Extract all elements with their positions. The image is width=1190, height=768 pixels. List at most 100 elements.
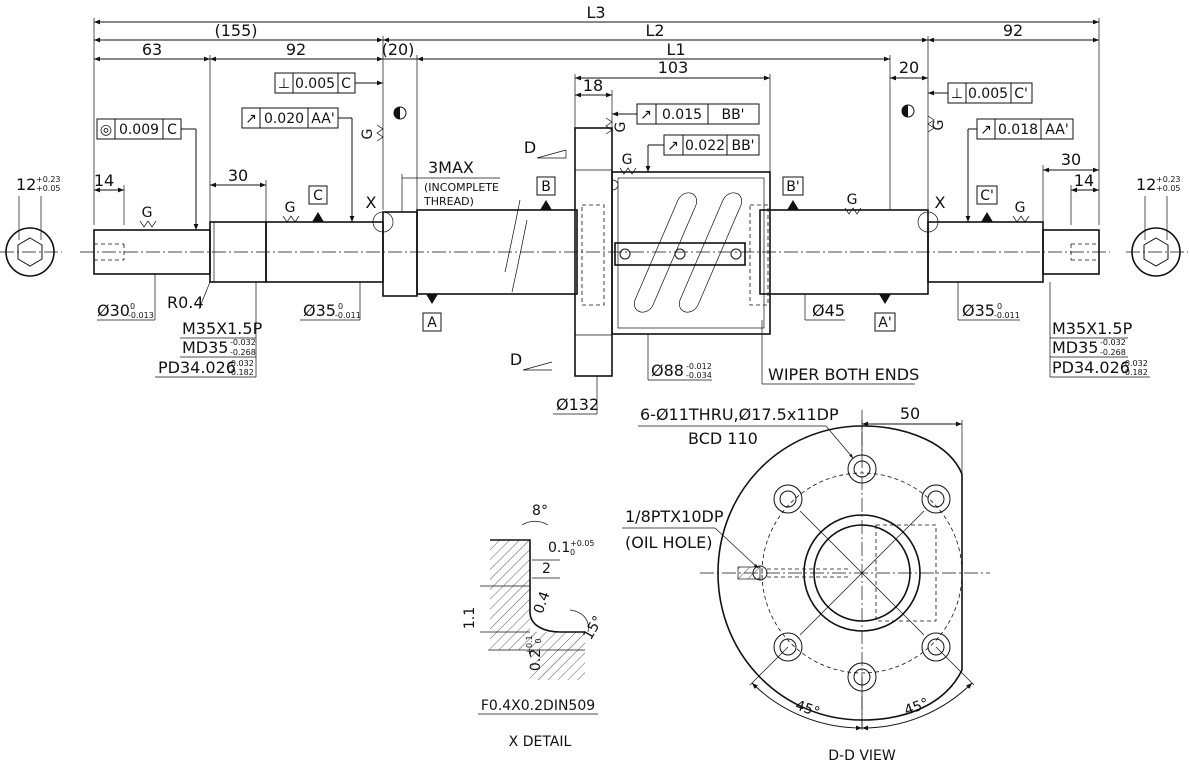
datum-a: A	[422, 294, 442, 332]
end-view-left: 12 +0.23 +0.05	[0, 175, 62, 277]
holes-label: 6-Ø11THRU,Ø17.5x11DP	[640, 405, 839, 424]
datum-b-prime: B'	[782, 176, 804, 210]
svg-text:0.1: 0.1	[548, 540, 570, 556]
svg-text:G: G	[1015, 200, 1026, 216]
tolerance-frames: ⊥ 0.005 C ◎ 0.009 C ↗ 0.020 AA'	[96, 72, 1074, 332]
svg-text:0.4: 0.4	[531, 589, 554, 615]
svg-text:G: G	[613, 122, 629, 133]
annotations: 3MAX (INCOMPLETE THREAD) R0.4 Ø30 0 -0.0…	[97, 158, 1150, 415]
svg-text:⊥: ⊥	[278, 76, 290, 92]
three-max: 3MAX	[428, 158, 474, 177]
dim-30-left: 30	[228, 166, 248, 185]
svg-text:Ø35: Ø35	[303, 301, 336, 320]
svg-text:A': A'	[878, 315, 891, 331]
svg-text:-0.182: -0.182	[228, 368, 254, 377]
svg-text:0.009: 0.009	[119, 122, 159, 138]
x-detail: 1.1 8° 0.1 +0.05 0 2 0.4 15° 0.2 +0.1 0 …	[462, 503, 607, 750]
svg-text:0: 0	[534, 638, 543, 643]
svg-text:-0.013: -0.013	[128, 311, 154, 320]
dim-63: 63	[142, 40, 162, 59]
svg-text:PD34.026: PD34.026	[158, 358, 236, 377]
svg-text:-0.032: -0.032	[1122, 359, 1148, 368]
half-circle-symbol-left	[393, 106, 407, 120]
section-arrows: D D	[510, 138, 567, 371]
x-label-right: X	[935, 193, 946, 212]
bcd-label: BCD 110	[688, 429, 758, 448]
oil-hole-label: 1/8PTX10DP	[625, 507, 724, 526]
ball-nut	[574, 127, 771, 377]
svg-text:2: 2	[542, 561, 551, 577]
svg-text:-0.032: -0.032	[228, 359, 254, 368]
svg-text:AA': AA'	[1045, 122, 1068, 138]
svg-text:BB': BB'	[721, 107, 744, 123]
ball-screw-shaft	[80, 199, 1110, 297]
svg-text:G: G	[931, 120, 947, 131]
x-detail-title: X DETAIL	[509, 734, 572, 750]
x-label-left: X	[366, 193, 377, 212]
dim-92-right: 92	[1003, 21, 1023, 40]
svg-text:AA': AA'	[311, 111, 334, 127]
dim-92-left: 92	[286, 40, 306, 59]
svg-text:-0.182: -0.182	[1122, 368, 1148, 377]
svg-text:C': C'	[980, 188, 994, 204]
dim-30-right: 30	[1061, 150, 1081, 169]
din-label: F0.4X0.2DIN509	[481, 698, 595, 714]
svg-text:THREAD): THREAD)	[423, 195, 474, 208]
svg-text:-0.011: -0.011	[994, 311, 1020, 320]
svg-text:G: G	[360, 129, 376, 140]
svg-text:-0.032: -0.032	[230, 338, 256, 347]
svg-text:12: 12	[1136, 175, 1156, 194]
svg-text:D: D	[510, 350, 522, 369]
dim-103: 103	[658, 58, 689, 77]
svg-text:B: B	[541, 179, 551, 195]
svg-text:B': B'	[786, 179, 799, 195]
frame-perp-left: ⊥ 0.005 C	[274, 72, 383, 94]
svg-text:-0.012: -0.012	[686, 362, 712, 371]
svg-text:+0.23: +0.23	[1156, 175, 1181, 184]
svg-text:-0.268: -0.268	[1100, 348, 1126, 357]
frame-runout-bb-2: ↗ 0.022 BB'	[645, 134, 760, 172]
svg-text:Ø30: Ø30	[97, 301, 130, 320]
end-view-right: 12 +0.23 +0.05	[1126, 175, 1188, 277]
dim-155: (155)	[214, 21, 257, 40]
svg-text:0.018: 0.018	[998, 122, 1038, 138]
svg-text:+0.1: +0.1	[525, 635, 534, 654]
svg-text:0.2: 0.2	[528, 649, 544, 671]
svg-text:G: G	[285, 200, 296, 216]
frame-perp-right: ⊥ 0.005 C'	[928, 82, 1033, 104]
svg-text:G: G	[847, 192, 858, 208]
svg-text:+0.05: +0.05	[1156, 184, 1181, 193]
dim-14-right: 14	[1074, 171, 1094, 190]
svg-text:C: C	[167, 122, 177, 138]
svg-text:Ø88: Ø88	[651, 361, 684, 380]
svg-text:8°: 8°	[532, 503, 548, 519]
svg-text:+0.23: +0.23	[36, 175, 61, 184]
svg-text:D: D	[524, 138, 536, 157]
frame-runout-bb-1: ↗ 0.015 BB'	[612, 103, 760, 125]
svg-text:(INCOMPLETE: (INCOMPLETE	[424, 181, 499, 194]
svg-text:◎: ◎	[100, 122, 112, 138]
svg-text:(OIL HOLE): (OIL HOLE)	[625, 533, 712, 552]
svg-text:C: C	[313, 188, 323, 204]
svg-text:Ø45: Ø45	[812, 301, 845, 320]
dd-view-title: D-D VIEW	[828, 748, 896, 764]
svg-text:0.022: 0.022	[685, 138, 725, 154]
svg-text:-0.034: -0.034	[686, 371, 712, 380]
svg-text:Ø35: Ø35	[962, 301, 995, 320]
dim-50: 50	[900, 404, 920, 423]
dim-14-left: 14	[94, 171, 114, 190]
frame-runout-aa-left: ↗ 0.020 AA'	[241, 107, 355, 222]
datum-c: C	[308, 185, 328, 222]
svg-text:0: 0	[997, 302, 1002, 311]
dd-view: 1/8PTX10DP (OIL HOLE) 6-Ø11THRU,Ø17.5x11…	[622, 404, 990, 764]
dim-20: 20	[899, 58, 919, 77]
svg-text:45°: 45°	[902, 695, 931, 719]
svg-text:MD35: MD35	[1052, 338, 1098, 357]
svg-text:1.1: 1.1	[462, 607, 478, 629]
frame-runout-aa-right: ↗ 0.018 AA'	[965, 118, 1074, 222]
svg-text:12: 12	[16, 175, 36, 194]
dim-18: 18	[583, 76, 603, 95]
dim-l1: L1	[666, 40, 685, 59]
svg-text:↗: ↗	[980, 122, 992, 138]
